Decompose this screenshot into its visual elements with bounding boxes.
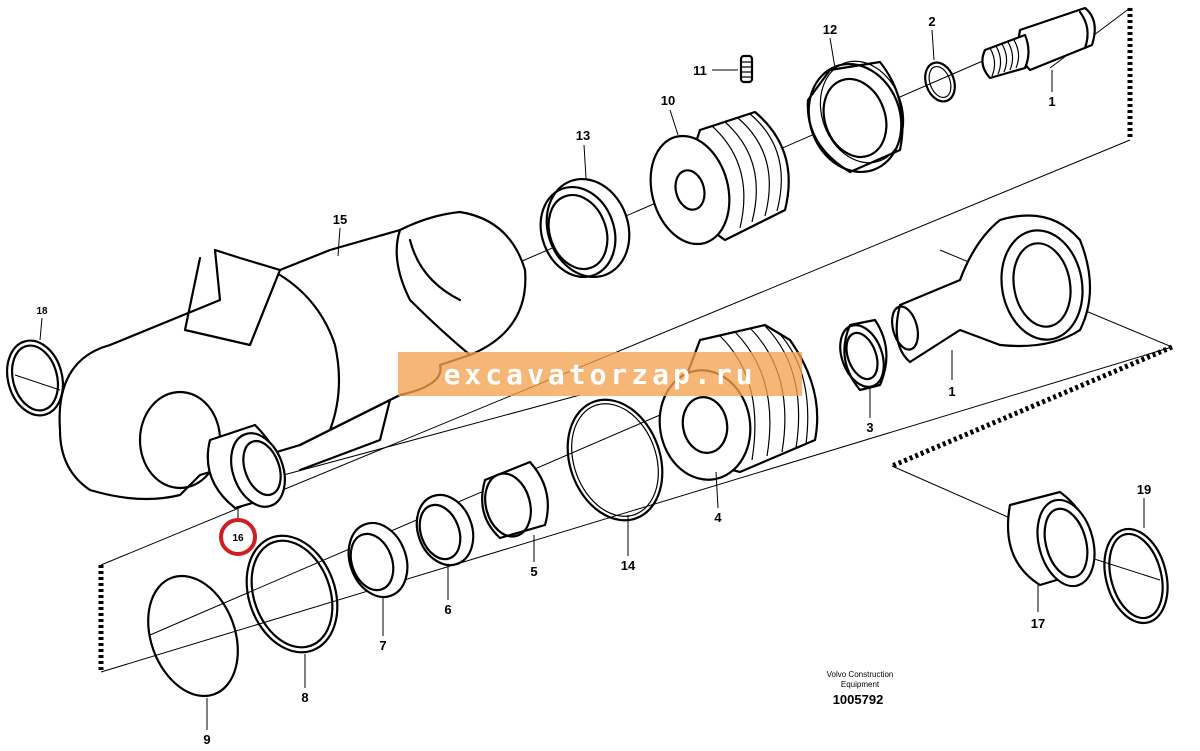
label-part-8: 8 <box>301 690 308 705</box>
label-part-18: 18 <box>36 306 48 317</box>
watermark-text: excavatorzap.ru <box>444 358 757 391</box>
part-14-oring <box>566 398 664 522</box>
part-16-bushing <box>206 423 286 510</box>
company-line-2: Equipment <box>841 680 880 689</box>
part-13-guide-ring <box>539 177 631 279</box>
label-part-5: 5 <box>530 564 537 579</box>
company-line-1: Volvo Construction <box>827 670 894 679</box>
part-18-ring <box>6 339 64 417</box>
part-8-ring <box>245 534 339 654</box>
part-1-rod <box>981 6 1096 80</box>
watermark: excavatorzap.ru <box>398 352 802 396</box>
part-15-cylinder-barrel <box>58 210 527 501</box>
part-6-seal <box>415 493 475 567</box>
label-part-3: 3 <box>866 420 873 435</box>
part-10-piston <box>649 110 790 246</box>
part-12-nut <box>806 60 905 174</box>
footer: Volvo Construction Equipment 1005792 <box>827 670 894 707</box>
label-part-7: 7 <box>379 638 386 653</box>
label-part-1-lower: 1 <box>948 384 955 399</box>
part-3-seal <box>839 318 888 392</box>
part-7-seal <box>347 521 409 599</box>
label-part-12: 12 <box>823 22 837 37</box>
part-5-bushing <box>481 460 549 540</box>
label-part-1-upper: 1 <box>1048 94 1055 109</box>
part-19-ring <box>1103 527 1169 625</box>
label-part-9: 9 <box>203 732 210 747</box>
label-part-14: 14 <box>621 558 636 573</box>
highlight-circle <box>219 518 257 556</box>
label-part-6: 6 <box>444 602 451 617</box>
label-part-19: 19 <box>1137 482 1151 497</box>
callout-labels: 1 2 12 11 10 13 15 18 1 3 4 14 5 6 7 8 9… <box>36 14 1151 747</box>
part-17-bushing <box>1006 490 1096 588</box>
part-1-rod-eye <box>890 214 1092 364</box>
leader-lines <box>39 29 1145 730</box>
label-part-10: 10 <box>661 93 675 108</box>
label-part-4: 4 <box>714 510 722 525</box>
label-part-11: 11 <box>693 63 707 78</box>
label-part-16: 16 <box>232 533 244 544</box>
label-part-17: 17 <box>1031 616 1045 631</box>
part-11-setscrew <box>739 54 754 84</box>
label-part-2: 2 <box>928 14 935 29</box>
document-number: 1005792 <box>833 692 884 707</box>
label-part-13: 13 <box>576 128 590 143</box>
part-9-oring <box>147 574 239 698</box>
label-part-15: 15 <box>333 212 347 227</box>
part-2-oring <box>924 61 956 103</box>
